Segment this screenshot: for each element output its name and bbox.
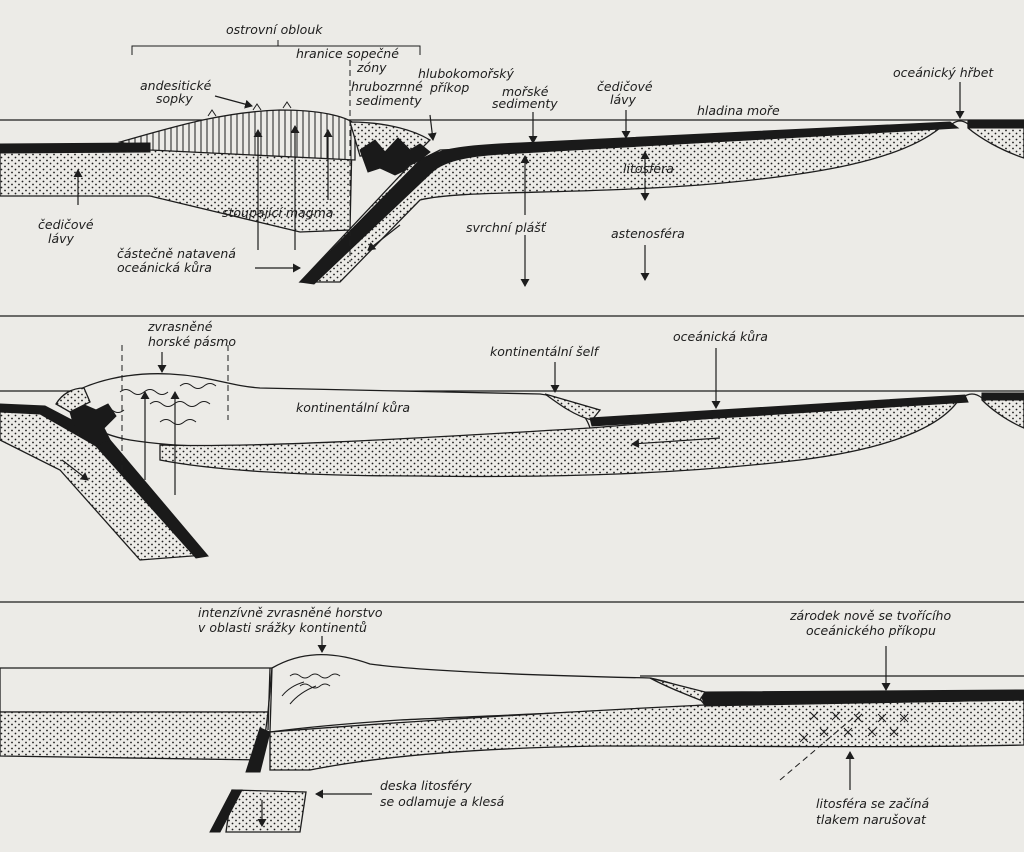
label-oceanicky-hrbet: oceánický hřbet bbox=[893, 65, 994, 80]
fracture-crosses bbox=[799, 711, 909, 743]
label-v-oblasti: v oblasti srážky kontinentů bbox=[198, 620, 367, 635]
label-lavy-b: lávy bbox=[48, 231, 75, 246]
label-morske: mořské bbox=[502, 84, 549, 99]
trench-arrow bbox=[427, 114, 437, 141]
plate-motion-arrow bbox=[631, 437, 721, 449]
sinking-slab bbox=[225, 789, 307, 833]
left-slab-crust bbox=[0, 403, 209, 559]
label-sopky: sopky bbox=[156, 91, 193, 106]
label-oceanicka-kura-a: oceánická kůra bbox=[117, 260, 212, 275]
oceanic-crust-band bbox=[589, 394, 969, 427]
label-sedimenty-b: sedimenty bbox=[492, 96, 558, 111]
panel-2-continental-collision: zvrasněné horské pásmo kontinentální šel… bbox=[0, 319, 1024, 561]
subducting-slab bbox=[298, 127, 942, 283]
label-hladina-more: hladina moře bbox=[697, 103, 780, 118]
right-crust bbox=[967, 119, 1024, 129]
left-continent bbox=[0, 667, 273, 713]
panel-1-island-arc: ostrovní oblouk hranice sopečné zóny and… bbox=[0, 22, 1024, 287]
ridge-notch bbox=[951, 120, 969, 125]
label-litosfera-se-zacina: litosféra se začíná bbox=[816, 796, 930, 811]
label-cedicove-b: čedičové bbox=[38, 217, 94, 232]
andesite-arrow bbox=[214, 95, 253, 109]
label-kontinentalni-kura: kontinentální kůra bbox=[296, 400, 410, 415]
label-prikop: příkop bbox=[429, 80, 469, 95]
new-oceanic-crust bbox=[699, 689, 1024, 707]
label-svrchni-plast: svrchní plášť bbox=[466, 220, 547, 235]
label-se-odlamuje: se odlamuje a klesá bbox=[380, 794, 505, 809]
left-crust-strip bbox=[0, 142, 151, 154]
subducting-crust bbox=[298, 121, 960, 285]
label-lavy-a: lávy bbox=[610, 92, 637, 107]
volcano-peak bbox=[282, 101, 292, 109]
volcano-peak bbox=[252, 103, 262, 111]
label-cedicove-a: čedičové bbox=[597, 79, 653, 94]
volcano-peak bbox=[207, 109, 217, 117]
panel-3-new-trench: intenzívně zvrasněné horstvo v oblasti s… bbox=[0, 605, 1024, 833]
label-astenosfera: astenosféra bbox=[611, 226, 685, 241]
label-zarodek: zárodek nově se tvořícího bbox=[789, 608, 951, 623]
label-andesiticke: andesitické bbox=[140, 78, 212, 93]
label-ostrovni-oblouk: ostrovní oblouk bbox=[226, 22, 323, 37]
left-lithosphere bbox=[0, 711, 269, 761]
label-stoupajici-magma: stoupající magma bbox=[222, 205, 333, 220]
label-zony: zóny bbox=[356, 60, 387, 75]
sinking-slab-crust bbox=[209, 789, 243, 833]
label-horske-pasmo: horské pásmo bbox=[148, 334, 236, 349]
subduction-direction-arrow bbox=[367, 224, 401, 251]
right-crust bbox=[981, 392, 1024, 401]
shelf-sediment bbox=[649, 677, 707, 701]
label-oceanickeho-prikopu: oceánického příkopu bbox=[806, 623, 936, 638]
label-deska-litosfery: deska litosféry bbox=[380, 778, 472, 793]
continental-lithosphere bbox=[159, 397, 962, 478]
label-oceanicka-kura: oceánická kůra bbox=[673, 329, 768, 344]
collision-melt-blob bbox=[69, 403, 117, 447]
island-arc-bracket bbox=[131, 45, 421, 55]
label-kontinentalni-self: kontinentální šelf bbox=[490, 344, 600, 359]
label-castecne-natavena: částečně natavená bbox=[117, 246, 236, 261]
suture-zone bbox=[245, 727, 271, 773]
label-intenzivne: intenzívně zvrasněné horstvo bbox=[198, 605, 383, 620]
label-hrubozrnne: hrubozrnné bbox=[351, 79, 423, 94]
label-litosfera: litosféra bbox=[623, 161, 674, 176]
label-hranice-sopecne: hranice sopečné bbox=[296, 46, 399, 61]
right-lithosphere bbox=[269, 699, 1024, 771]
slab-motion-arrow bbox=[61, 459, 89, 481]
label-hlubokomorsky: hlubokomořský bbox=[418, 66, 515, 81]
label-tlakem-narusovat: tlakem narušovat bbox=[816, 812, 927, 827]
right-plate bbox=[981, 395, 1024, 429]
mountain-sediment bbox=[55, 387, 91, 413]
label-sedimenty-a: sedimenty bbox=[356, 93, 422, 108]
label-zvrasnene: zvrasněné bbox=[147, 319, 213, 334]
